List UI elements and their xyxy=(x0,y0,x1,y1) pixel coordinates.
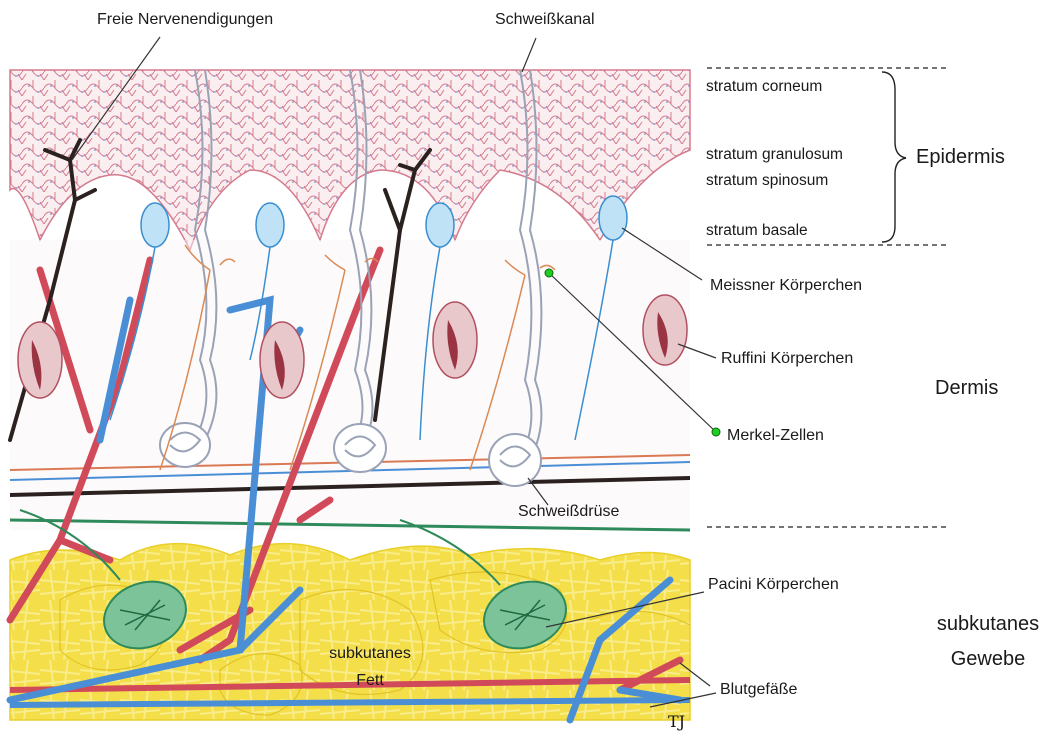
label-subcutaneous-tissue-2: Gewebe xyxy=(918,648,1058,671)
label-subcutaneous-tissue-1: subkutanes xyxy=(918,613,1058,636)
label-ruffini: Ruffini Körperchen xyxy=(721,350,853,368)
merkel-marker-start xyxy=(545,269,553,277)
label-sweat-duct: Schweißkanal xyxy=(495,11,595,29)
label-stratum-spinosum: stratum spinosum xyxy=(706,172,828,190)
meissner-corpuscles xyxy=(141,196,627,247)
label-stratum-granulosum: stratum granulosum xyxy=(706,146,843,164)
boundary-lines xyxy=(707,68,950,527)
epidermis-brace xyxy=(882,72,906,242)
label-fat-2: Fett xyxy=(315,672,425,690)
label-free-nerve-endings: Freie Nervenendigungen xyxy=(97,11,273,29)
label-meissner: Meissner Körperchen xyxy=(710,277,862,295)
merkel-marker-end xyxy=(712,428,720,436)
label-epidermis: Epidermis xyxy=(916,146,1005,169)
artist-signature: TJ xyxy=(668,712,685,731)
label-dermis: Dermis xyxy=(935,377,998,400)
label-blood-vessels: Blutgefäße xyxy=(720,681,797,699)
label-pacini: Pacini Körperchen xyxy=(708,576,839,594)
epidermis-layer xyxy=(10,70,690,250)
label-fat-1: subkutanes xyxy=(315,645,425,663)
label-stratum-corneum: stratum corneum xyxy=(706,78,822,96)
label-sweat-gland: Schweißdrüse xyxy=(518,503,619,521)
label-merkel: Merkel-Zellen xyxy=(727,427,824,445)
label-stratum-basale: stratum basale xyxy=(706,222,808,240)
